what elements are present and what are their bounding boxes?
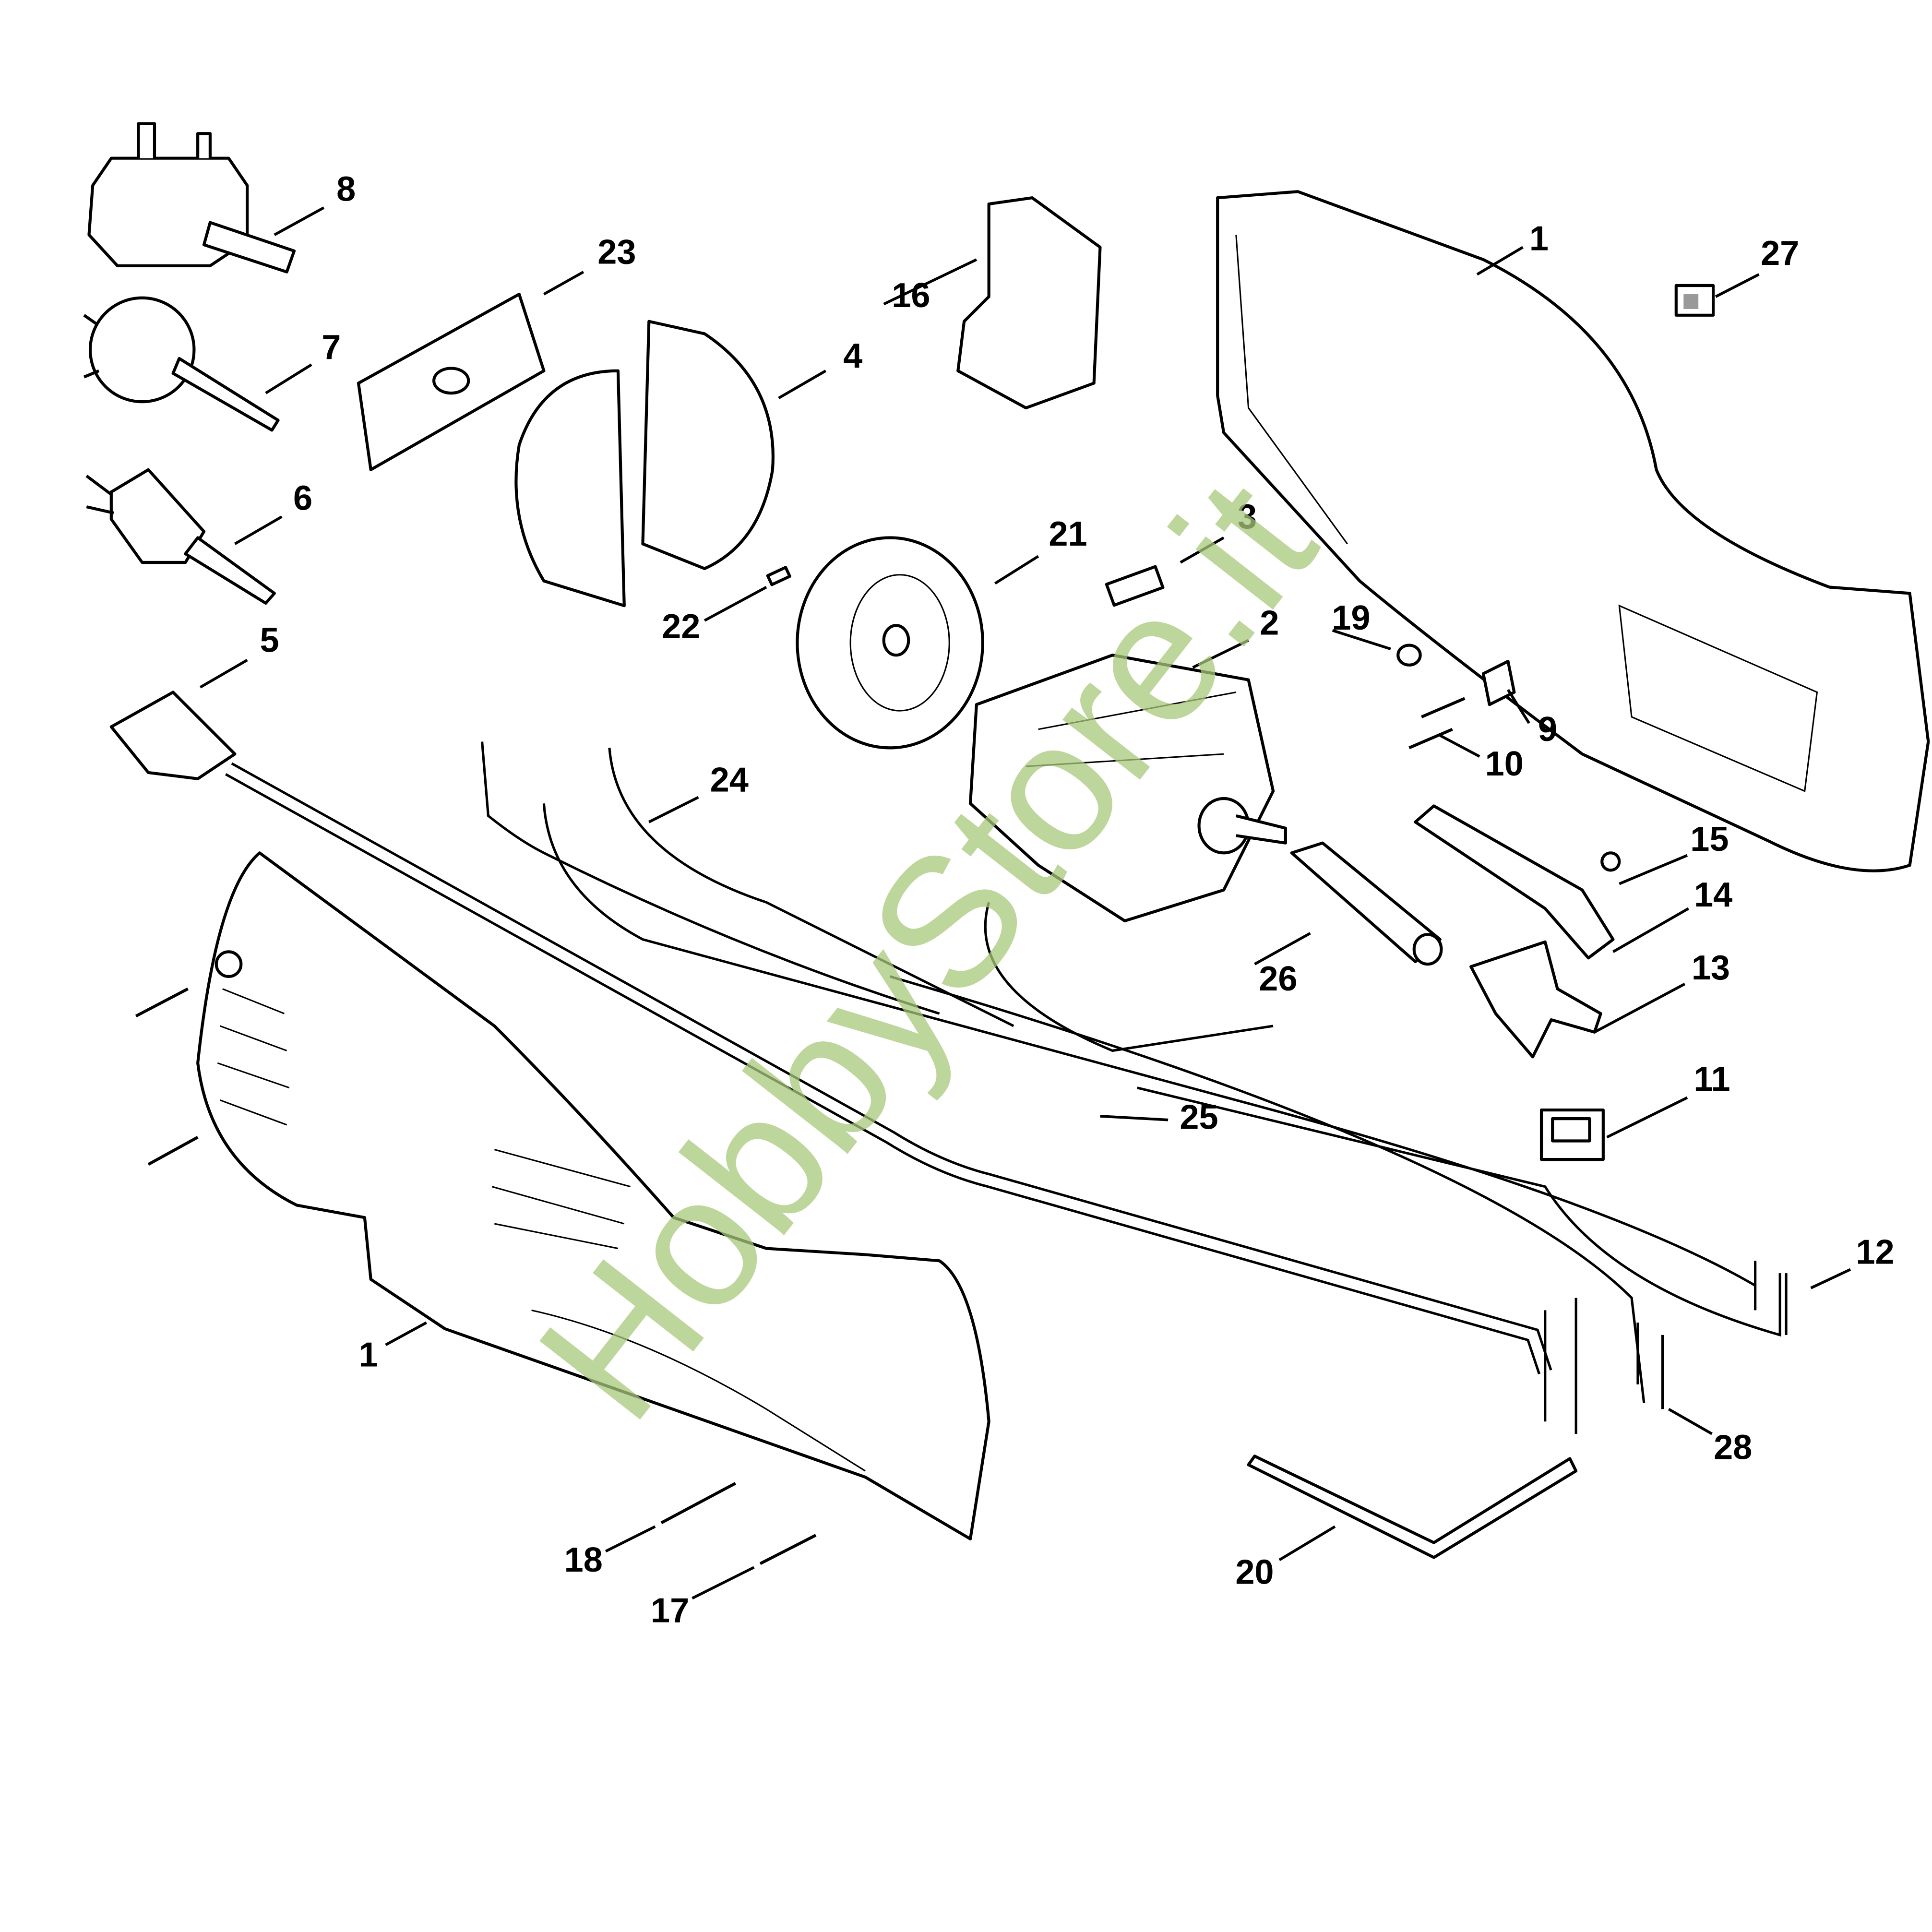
- part-27-label[interactable]: [1674, 284, 1715, 317]
- callout-13[interactable]: 13: [1692, 949, 1730, 987]
- callout-22[interactable]: 22: [662, 608, 700, 646]
- part-1-housing-right[interactable]: [1216, 190, 1930, 872]
- part-2-motor[interactable]: [968, 654, 1287, 923]
- callout-14[interactable]: 14: [1694, 876, 1732, 914]
- part-28-wires[interactable]: [1544, 1298, 1664, 1434]
- part-23-plate[interactable]: [357, 292, 546, 471]
- callout-9[interactable]: 9: [1538, 710, 1557, 749]
- callout-16[interactable]: 16: [892, 276, 930, 315]
- part-5-power-cord[interactable]: [109, 691, 1552, 1375]
- callout-7[interactable]: 7: [322, 328, 341, 367]
- part-22-pin[interactable]: [766, 566, 791, 586]
- screw-left-lower[interactable]: [147, 1136, 199, 1166]
- part-26-sleeve[interactable]: [1290, 841, 1443, 966]
- part-8-uk-plug[interactable]: [87, 122, 296, 274]
- part-20-hex-key[interactable]: [1247, 1455, 1578, 1559]
- callout-3[interactable]: 3: [1238, 498, 1257, 536]
- callout-1-right[interactable]: 1: [1529, 219, 1549, 258]
- part-14-lever[interactable]: [1414, 804, 1615, 960]
- callout-27[interactable]: 27: [1761, 234, 1799, 273]
- part-3-brush[interactable]: [1105, 565, 1165, 607]
- part-18-screw[interactable]: [660, 1482, 737, 1525]
- part-12-wires[interactable]: [1754, 1261, 1788, 1335]
- part-4-fan-cover[interactable]: [514, 320, 775, 608]
- screw-left-upper[interactable]: [135, 987, 189, 1018]
- part-16-bracket[interactable]: [956, 196, 1102, 410]
- callout-19[interactable]: 19: [1332, 599, 1370, 637]
- callout-11[interactable]: 11: [1693, 1060, 1730, 1098]
- part-11-switch[interactable]: [1539, 1108, 1605, 1161]
- part-6-plug[interactable]: [85, 468, 276, 605]
- part-9-clamp[interactable]: [1481, 659, 1516, 706]
- callout-17[interactable]: 17: [651, 1591, 689, 1630]
- part-24-wires[interactable]: [481, 741, 1781, 1403]
- callouts: 8 23 16 1 27 7 4 6 21 3 22 19 2 5 9 10 2…: [260, 170, 1894, 1630]
- callout-21[interactable]: 21: [1049, 515, 1087, 553]
- callout-10[interactable]: 10: [1485, 745, 1524, 783]
- callout-1-left[interactable]: 1: [359, 1336, 378, 1374]
- callout-2[interactable]: 2: [1260, 604, 1279, 642]
- part-7-plug[interactable]: [83, 296, 280, 432]
- callout-4[interactable]: 4: [843, 337, 862, 375]
- leader-lines: [199, 206, 1851, 1600]
- callout-23[interactable]: 23: [597, 233, 636, 272]
- part-15-spring[interactable]: [1600, 851, 1621, 872]
- callout-26[interactable]: 26: [1259, 960, 1297, 998]
- callout-12[interactable]: 12: [1856, 1233, 1894, 1271]
- part-10-screws[interactable]: [1408, 697, 1466, 750]
- callout-15[interactable]: 15: [1690, 820, 1729, 859]
- callout-5[interactable]: 5: [260, 621, 279, 659]
- callout-24[interactable]: 24: [710, 761, 749, 799]
- callout-28[interactable]: 28: [1714, 1428, 1752, 1467]
- callout-25[interactable]: 25: [1180, 1098, 1218, 1137]
- callout-20[interactable]: 20: [1235, 1553, 1274, 1592]
- callout-6[interactable]: 6: [293, 479, 312, 517]
- part-21-fan[interactable]: [796, 536, 984, 750]
- callout-18[interactable]: 18: [564, 1541, 603, 1579]
- part-13-switch-lever[interactable]: [1469, 940, 1602, 1059]
- callout-8[interactable]: 8: [336, 170, 356, 208]
- part-17-screw[interactable]: [759, 1534, 817, 1565]
- part-19-washer[interactable]: [1396, 644, 1422, 667]
- part-1-housing-left[interactable]: [196, 851, 990, 1540]
